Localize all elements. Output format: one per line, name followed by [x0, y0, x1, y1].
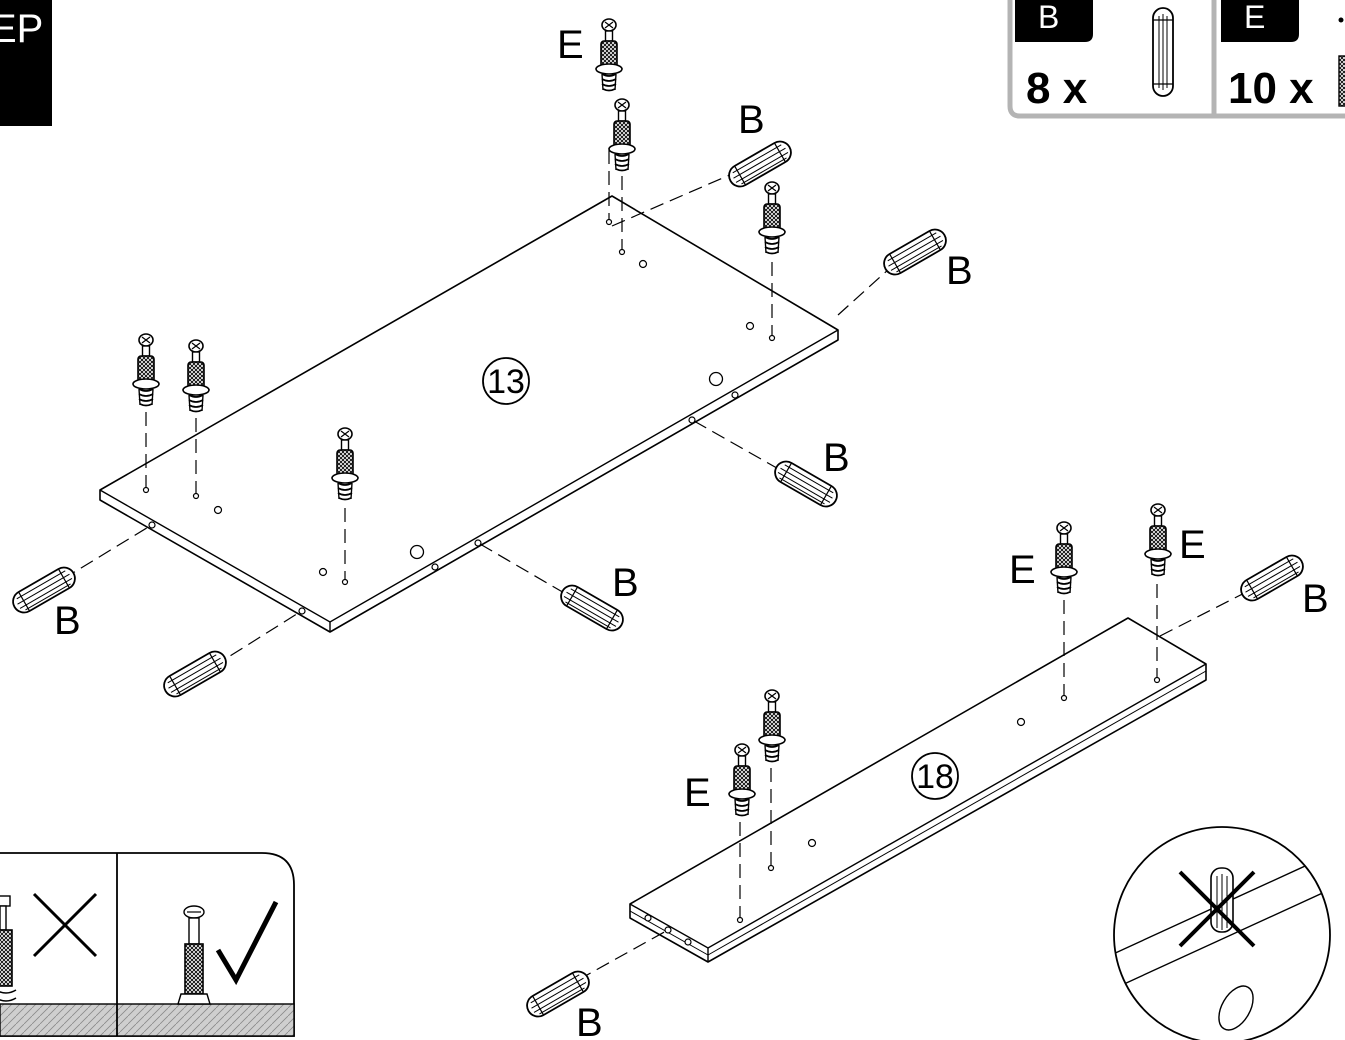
callout-b: B — [1302, 577, 1329, 621]
incorrect-insertion — [0, 892, 98, 1002]
dowel-icon — [724, 136, 796, 192]
legend-quantity-b: 8 x — [1026, 64, 1088, 113]
correct-insertion — [177, 900, 279, 1005]
dowel-detail-inset — [1113, 826, 1331, 1040]
legend-letter-e: E — [1244, 0, 1265, 35]
legend-quantity-e: 10 x — [1228, 64, 1314, 113]
callout-labels: E B B B B B E E B E B — [54, 23, 1329, 1040]
dowel-icon — [879, 224, 951, 280]
cam-bolt-icon — [1050, 521, 1078, 595]
cam-bolt-icon — [608, 98, 636, 172]
cam-bolt-icon — [758, 689, 786, 763]
dowel-icon — [1236, 550, 1308, 606]
panel-13: 13 — [99, 195, 839, 633]
callout-b: B — [612, 561, 639, 605]
callout-b: B — [576, 1001, 603, 1040]
panel-18: 18 — [629, 617, 1207, 963]
cam-bolt-icon — [728, 743, 756, 817]
dowel-icon — [1152, 7, 1174, 97]
callout-e: E — [684, 771, 711, 815]
callout-b: B — [738, 98, 765, 142]
check-mark-icon — [215, 900, 279, 986]
legend-item-cam-bolt: E 10 x — [1221, 0, 1345, 113]
panel-18-number: 18 — [916, 758, 954, 796]
callout-b: B — [823, 436, 850, 480]
cam-bolt-icon — [1338, 17, 1345, 107]
cross-mark-icon — [1178, 870, 1256, 948]
parts-legend: B 8 x E 10 x — [1007, 0, 1345, 119]
cam-bolt-icon — [132, 333, 160, 407]
dowel-icon — [159, 646, 231, 702]
cam-bolt-icon — [758, 181, 786, 255]
cam-bolt-icon — [182, 339, 210, 413]
floor-surface — [0, 1003, 295, 1037]
insertion-inset — [0, 852, 295, 1037]
panel-13-number: 13 — [487, 363, 525, 401]
callout-e: E — [1179, 523, 1206, 567]
callout-b: B — [946, 249, 973, 293]
legend-letter-b: B — [1038, 0, 1059, 35]
callout-e: E — [557, 23, 584, 67]
cross-mark-icon — [32, 892, 98, 958]
callout-b: B — [54, 599, 81, 643]
legend-item-dowel: B 8 x — [1015, 0, 1174, 113]
callout-e: E — [1009, 548, 1036, 592]
cam-bolt-icon — [1144, 503, 1172, 577]
legend-tag-b — [1015, 0, 1093, 42]
step-header: EP — [0, 0, 52, 126]
step-header-text: EP — [0, 7, 43, 51]
legend-tag-e — [1221, 0, 1299, 42]
cam-bolt-icon — [595, 18, 623, 92]
